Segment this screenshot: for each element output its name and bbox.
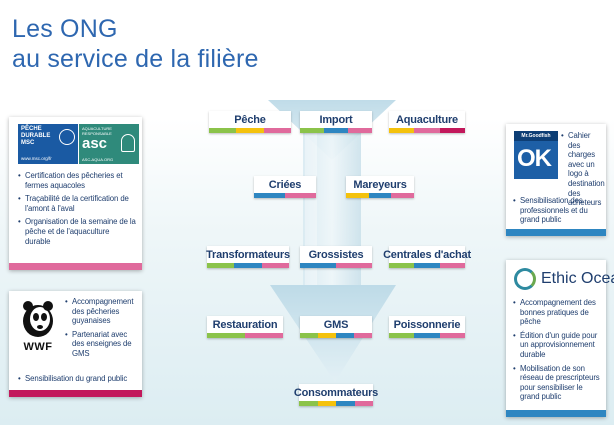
msc-logo: PÊCHE DURABLE MSC www.msc.org/fr [18,124,78,164]
node-poissonnerie: Poissonnerie [389,316,465,338]
asc-logo-top: AQUACULTURE RESPONSABLE [82,126,112,136]
ethic-ocean-mark-icon [514,268,536,290]
node-aquaculture: Aquaculture [389,111,465,133]
list-item: Édition d'un guide pour un approvisionne… [513,331,601,360]
node-transformateurs: Transformateurs [206,246,290,268]
node-label: Grossistes [308,248,364,261]
node-consommateurs: Consommateurs [293,384,379,406]
node-label: Transformateurs [206,248,290,261]
ethic-ocean-list: Accompagnement des bonnes pratiques de p… [513,298,601,406]
color-bar [300,333,372,338]
list-item: Mobilisation de son réseau de prescripte… [513,364,601,402]
card-wwf: WWF Accompagnement des pêcheries guyanai… [9,291,142,397]
wwf-logo-text: WWF [23,341,53,353]
card-msc-asc: PÊCHE DURABLE MSC www.msc.org/fr AQUACUL… [9,117,142,270]
color-bar [300,128,372,133]
node-restauration: Restauration [207,316,283,338]
node-peche: Pêche [209,111,291,133]
asc-logo-brand: asc [82,135,108,152]
list-item: Accompagnement des pêcheries guyanaises [65,297,137,326]
node-label: Poissonnerie [393,318,461,331]
node-label: Restauration [212,318,278,331]
node-label: Pêche [234,113,266,126]
node-grossistes: Grossistes [300,246,372,268]
title-line-2: au service de la filière [12,45,259,73]
node-centrales: Centrales d'achat [383,246,471,268]
fish-icon [59,129,75,145]
node-mareyeurs: Mareyeurs [346,176,415,198]
card-goodfish: Mr.Goodfish OK Cahier des charges avec u… [506,124,606,236]
list-item: Accompagnement des bonnes pratiques de p… [513,298,601,327]
goodfish-logo-mark: OK [517,145,552,172]
color-band [506,410,606,417]
color-bar [207,263,289,268]
color-bar [389,128,465,133]
color-band [9,263,142,270]
arrow-shaft-left [305,112,317,285]
wwf-list-bottom: Sensibilisation du grand public [18,374,138,388]
ethic-ocean-logo: Ethic Ocean [514,268,614,294]
node-label: Criées [268,178,302,191]
color-bar [389,333,465,338]
node-import: Import [300,111,372,133]
color-bar [300,263,372,268]
msc-logo-line: PÊCHE [21,126,42,132]
node-label: GMS [323,318,349,331]
node-gms: GMS [300,316,372,338]
color-band [9,390,142,397]
msc-asc-list: Certification des pêcheries et fermes aq… [18,171,136,250]
node-label: Aquaculture [396,113,458,126]
ethic-ocean-logo-text: Ethic Ocean [541,270,614,287]
arrow-shaft [303,112,361,285]
node-label: Import [319,113,353,126]
node-label: Mareyeurs [353,178,407,191]
color-bar [346,193,415,198]
list-item: Traçabilité de la certification de l'amo… [18,194,136,213]
list-item: Organisation de la semaine de la pêche e… [18,217,136,246]
msc-logo-url: www.msc.org/fr [21,156,52,161]
msc-logo-line: DURABLE [21,133,51,139]
wwf-list-top: Accompagnement des pêcheries guyanaises … [65,297,137,363]
asc-logo: AQUACULTURE RESPONSABLE asc ASC-AQUA.ORG [79,124,139,164]
list-item: Certification des pêcheries et fermes aq… [18,171,136,190]
list-item: Sensibilisation des professionnels et du… [513,196,603,225]
color-bar [299,401,373,406]
title-line-1: Les ONG [12,15,118,43]
goodfish-list-bottom: Sensibilisation des professionnels et du… [513,196,603,229]
node-criees: Criées [254,176,316,198]
node-label: Centrales d'achat [383,248,471,261]
color-band [506,229,606,236]
color-bar [389,263,465,268]
goodfish-logo-head: Mr.Goodfish [514,131,558,141]
list-item: Partenariat avec des enseignes de GMS [65,330,137,359]
color-bar [209,128,291,133]
color-bar [207,333,283,338]
wwf-logo: WWF [19,299,57,353]
msc-logo-line: MSC [21,140,35,146]
list-item: Sensibilisation du grand public [18,374,138,384]
node-label: Consommateurs [293,386,379,399]
asc-logo-bottom: ASC-AQUA.ORG [82,157,114,162]
goodfish-logo: Mr.Goodfish OK [514,131,558,179]
card-ethic-ocean: Ethic Ocean Accompagnement des bonnes pr… [506,260,614,417]
panda-icon [23,301,53,337]
fish-icon [121,134,135,152]
page-title: Les ONG au service de la filière [12,14,259,74]
color-bar [254,193,316,198]
